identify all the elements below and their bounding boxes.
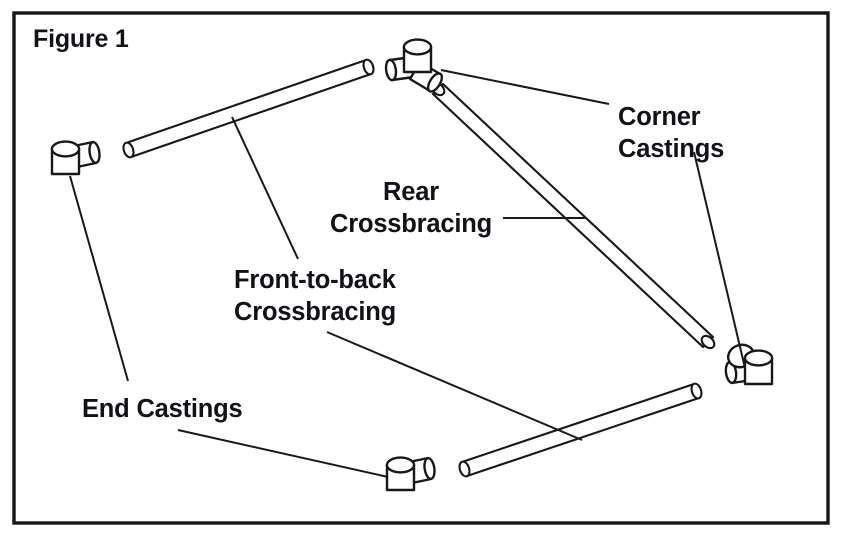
leader-front-to-back-lower [326, 331, 583, 441]
callout-rear-crossbracing-line2: Crossbracing [330, 210, 492, 238]
callout-rear-crossbracing-line1: Rear [383, 178, 439, 206]
end-casting-bottom [385, 456, 436, 492]
callout-end-castings-line1: End Castings [82, 395, 243, 423]
tube-front-to-back-upper [122, 58, 375, 159]
callout-front-to-back-line1: Front-to-back [234, 266, 397, 294]
figure-border [12, 11, 830, 525]
leader-front-to-back-upper [231, 116, 299, 260]
leader-end-casting-bottom [177, 429, 389, 478]
leader-corner-castings-top [440, 69, 610, 105]
callout-corner-castings-line2: Castings [618, 135, 724, 163]
tube-rear-crossbrace [430, 81, 716, 350]
tube-front-to-back-lower [458, 382, 703, 478]
corner-casting-top [384, 38, 444, 93]
end-casting-left [50, 140, 101, 176]
callout-front-to-back-line2: Crossbracing [234, 298, 396, 326]
figure-title: Figure 1 [33, 25, 129, 53]
leader-corner-castings-right [693, 151, 746, 369]
callout-corner-castings-line1: Corner [618, 103, 701, 131]
leader-end-casting-left [69, 175, 129, 382]
corner-casting-right [724, 343, 774, 386]
